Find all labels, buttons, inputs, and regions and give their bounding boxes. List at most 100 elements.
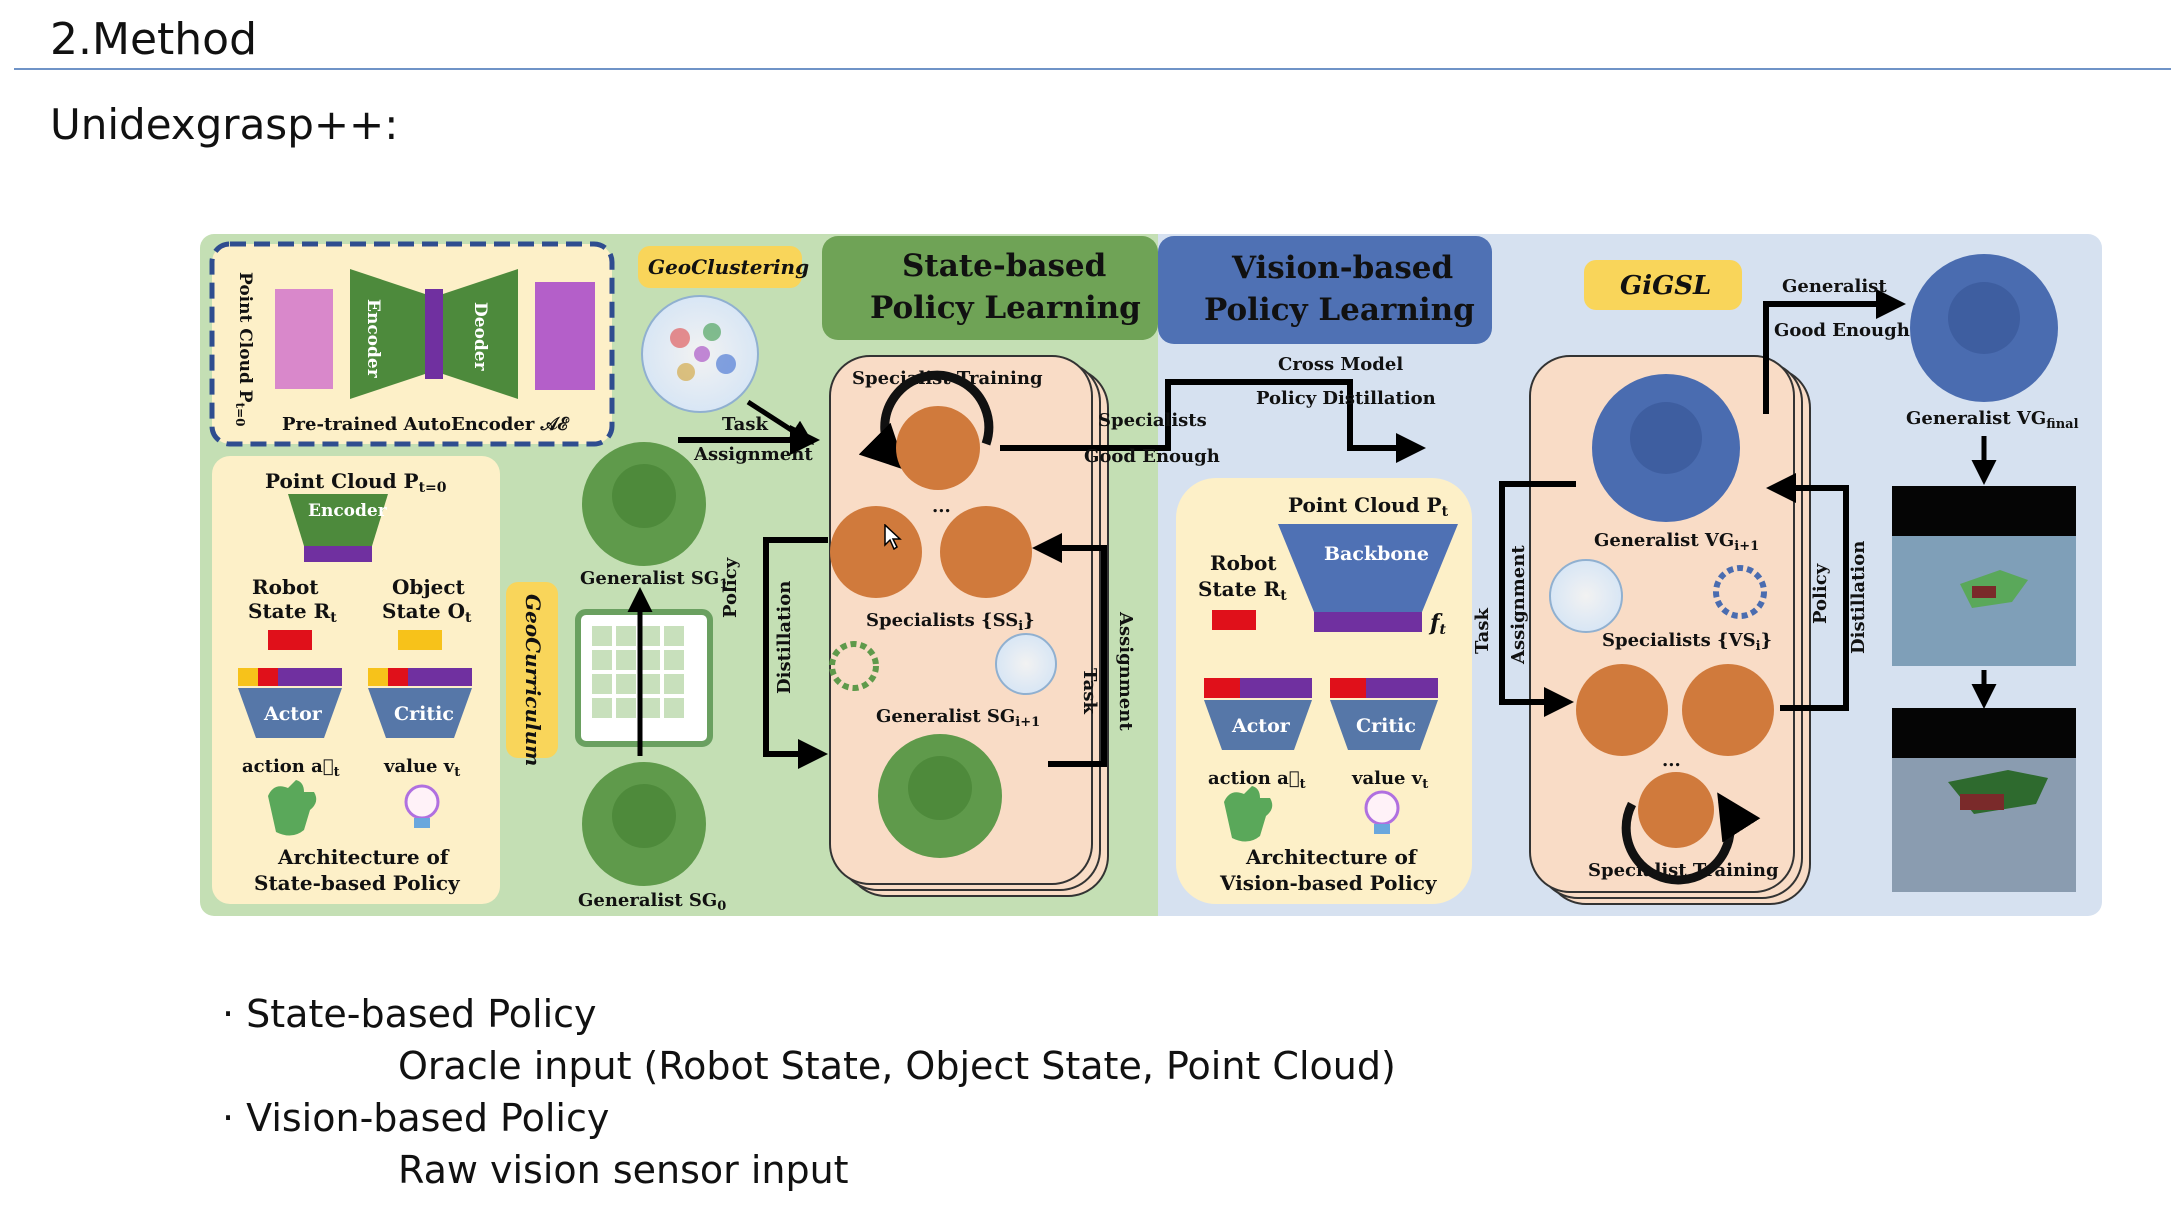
state-actor <box>238 688 342 738</box>
state-policy-header <box>822 236 1158 340</box>
state-specialists-label: Specialists {SSi} <box>866 610 1035 634</box>
vision-lightbulb-icon <box>1364 790 1400 826</box>
gigsl-tag <box>1584 260 1742 310</box>
vision-specialist-head-right <box>1682 664 1774 756</box>
state-header-1: State-based <box>902 248 1106 284</box>
state-arch-caption-2: State-based Policy <box>254 871 461 895</box>
state-arch-encoder <box>288 494 388 546</box>
good-enough-label: Good Enough <box>1084 446 1220 467</box>
object-state-label-2: State Ot <box>382 599 472 626</box>
state-actor-label: Actor <box>263 703 323 725</box>
vision-value-label: value vt <box>1351 768 1428 792</box>
final-generalist-vg-label: Generalist VGfinal <box>1906 408 2079 432</box>
robot-state-label-2: State Rt <box>248 599 337 626</box>
slide-subtitle: Unidexgrasp++: <box>50 100 399 149</box>
bullet-state-based: · State-based Policy <box>222 992 597 1036</box>
vision-arch-caption-2: Vision-based Policy <box>1219 871 1438 895</box>
vision-pointcloud-label: Point Cloud Pt <box>1288 493 1449 520</box>
ae-encoder <box>350 269 425 399</box>
vision-task-label: Task <box>1472 608 1493 654</box>
bullet-list: · State-based Policy Oracle input (Robot… <box>222 988 1396 1196</box>
vision-actor <box>1204 700 1312 750</box>
lightbulb-icon <box>404 784 440 820</box>
vision-critic-label: Critic <box>1356 715 1416 737</box>
state-value-label: value vt <box>383 756 460 780</box>
bullet-state-based-detail: Oracle input (Robot State, Object State,… <box>398 1044 1396 1088</box>
state-specialist-head-right <box>940 506 1032 598</box>
robot-state-label: Robot <box>252 575 319 599</box>
state-critic-label: Critic <box>394 703 454 725</box>
vision-distillation-label: Distillation <box>1848 541 1869 654</box>
vision-assignment-label: Assignment <box>1508 545 1529 665</box>
vision-action-label: action a⃗t <box>1208 768 1306 792</box>
state-distillation-label: Distillation <box>774 581 795 694</box>
input-point-cloud <box>275 289 333 389</box>
ae-latent <box>425 289 443 379</box>
vision-critic <box>1330 700 1438 750</box>
vision-robot-label: Robot <box>1210 551 1277 575</box>
vision-generalist-next-label: Generalist VGi+1 <box>1594 530 1759 554</box>
vision-backbone <box>1278 524 1458 612</box>
vision-backbone-label: Backbone <box>1324 543 1429 565</box>
vision-hand-icon <box>1224 786 1273 842</box>
state-dots: ... <box>932 496 951 517</box>
vision-header-2: Policy Learning <box>1204 292 1475 328</box>
state-critic <box>368 688 472 738</box>
state-task-label: Task <box>1079 668 1100 714</box>
gigsl-label: GiGSL <box>1620 271 1711 301</box>
vision-actor-label: Actor <box>1231 715 1291 737</box>
vision-feature-label: ft <box>1428 610 1446 638</box>
mouse-cursor-icon <box>884 524 902 550</box>
vision-robot-state-label: State Rt <box>1198 577 1287 604</box>
object-state-label: Object <box>392 575 466 599</box>
state-arch-pointcloud: Point Cloud Pt=0 <box>265 469 447 496</box>
geoclustering-tag <box>638 246 802 288</box>
bullet-vision-based: · Vision-based Policy <box>222 1096 610 1140</box>
gear-icon <box>829 641 879 691</box>
vision-dots: ... <box>1662 750 1681 771</box>
state-header-2: Policy Learning <box>870 290 1141 326</box>
ae-encoder-label: Encoder <box>363 299 383 379</box>
vision-specialist-head-left <box>1576 664 1668 756</box>
title-divider <box>14 68 2171 70</box>
cross-model-label: Cross Model <box>1278 354 1403 375</box>
state-generalist-next-label: Generalist SGi+1 <box>876 706 1040 730</box>
slide-title: 2.Method <box>50 14 258 65</box>
state-arch-caption-1: Architecture of <box>277 845 450 869</box>
final-generalist-label: Generalist <box>1782 276 1887 297</box>
specialists-label: Specialists <box>1098 410 1207 431</box>
vision-policy-label: Policy <box>1810 563 1831 624</box>
geo-task-label: Task <box>722 414 768 435</box>
ae-decoder <box>443 269 518 399</box>
state-specialist-box <box>829 355 1093 885</box>
vision-header-1: Vision-based <box>1231 250 1453 286</box>
generalist-sg1-label: Generalist SG1 <box>580 568 728 592</box>
state-arch-encoder-label: Encoder <box>308 501 388 521</box>
vision-gear-icon <box>1713 565 1767 619</box>
policy-distillation-label: Policy Distillation <box>1256 388 1436 409</box>
ae-pointcloud-label: Point Cloud Pt=0 <box>233 272 255 426</box>
hand-icon <box>268 780 317 836</box>
ae-caption: Pre-trained AutoEncoder 𝒜ℰ <box>282 414 570 435</box>
method-diagram: Point Cloud Pt=0 Encoder Deoder Pre-trai… <box>200 234 2102 916</box>
bullet-vision-based-detail: Raw vision sensor input <box>398 1148 849 1192</box>
geo-assignment-label: Assignment <box>693 444 813 465</box>
state-specialist-head-top <box>896 406 980 490</box>
generalist-sg0-label: Generalist SG0 <box>578 890 726 914</box>
vision-policy-header <box>1158 236 1492 344</box>
final-good-enough-label: Good Enough <box>1774 320 1910 341</box>
geocurriculum-tag <box>506 582 558 758</box>
method-figure: Point Cloud Pt=0 Encoder Deoder Pre-trai… <box>200 234 2102 916</box>
state-action-label: action a⃗t <box>242 756 340 780</box>
geoclustering-label: GeoClustering <box>648 255 809 279</box>
state-assignment-label: Assignment <box>1115 611 1136 731</box>
geocurriculum-label: GeoCurriculum <box>521 594 545 766</box>
state-specialist-head-left <box>830 506 922 598</box>
vision-arch-caption-1: Architecture of <box>1245 845 1418 869</box>
vision-specialist-head-bottom <box>1638 772 1714 848</box>
state-policy-label: Policy <box>720 557 741 618</box>
output-point-cloud <box>535 282 595 390</box>
ae-decoder-label: Deoder <box>470 302 490 372</box>
vision-specialists-label: Specialists {VSi} <box>1602 630 1772 654</box>
vision-specialist-training: Specialist Training <box>1588 860 1779 881</box>
